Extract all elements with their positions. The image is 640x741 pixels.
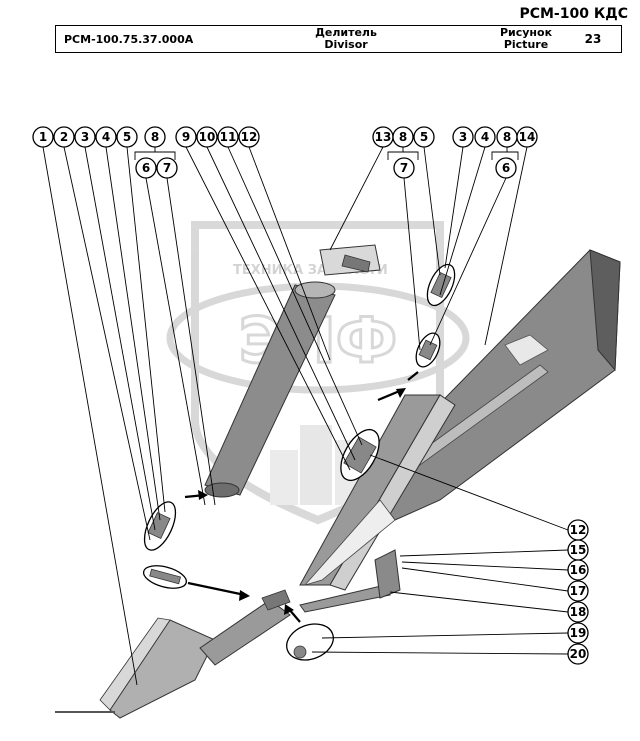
leader-lines <box>42 137 569 686</box>
svg-text:15: 15 <box>570 543 587 557</box>
callout-8a: 8 <box>144 126 166 148</box>
callout-10: 10 <box>196 126 218 148</box>
callout-3b: 3 <box>452 126 474 148</box>
callout-7a: 7 <box>156 157 178 179</box>
skid-plate <box>299 549 401 613</box>
picture-label-ru: Рисунок <box>499 26 553 39</box>
picture-label: Рисунок Picture <box>486 26 566 52</box>
callout-11: 11 <box>217 126 239 148</box>
model-title: РСМ-100 КДС <box>519 6 628 22</box>
callouts: 1 2 3 4 5 8 6 7 9 10 11 12 13 8 5 7 3 4 … <box>32 126 589 665</box>
callout-17: 17 <box>567 580 589 602</box>
callout-20: 20 <box>567 643 589 665</box>
svg-text:8: 8 <box>503 130 511 144</box>
part-name-en: Divisor <box>324 38 368 51</box>
svg-text:7: 7 <box>400 161 408 175</box>
svg-text:14: 14 <box>519 130 536 144</box>
nose-cone <box>55 589 291 719</box>
svg-text:17: 17 <box>570 584 587 598</box>
svg-text:9: 9 <box>182 130 190 144</box>
callout-1: 1 <box>32 126 54 148</box>
callout-7b: 7 <box>393 157 415 179</box>
callout-4b: 4 <box>474 126 496 148</box>
callout-2: 2 <box>53 126 75 148</box>
svg-text:12: 12 <box>241 130 258 144</box>
part-name: Делитель Divisor <box>286 26 406 52</box>
svg-text:7: 7 <box>163 161 171 175</box>
svg-text:19: 19 <box>570 626 587 640</box>
callout-15: 15 <box>567 539 589 561</box>
svg-text:11: 11 <box>220 130 237 144</box>
callout-13: 13 <box>372 126 394 148</box>
callout-8c: 8 <box>496 126 518 148</box>
svg-text:1: 1 <box>39 130 47 144</box>
part-name-ru: Делитель <box>315 26 377 39</box>
svg-text:12: 12 <box>570 523 587 537</box>
svg-text:4: 4 <box>481 130 489 144</box>
picture-number: 23 <box>584 32 602 46</box>
callout-6b: 6 <box>495 157 517 179</box>
callout-5: 5 <box>116 126 138 148</box>
header-table: РСМ-100.75.37.000А Делитель Divisor Рису… <box>55 25 622 53</box>
svg-text:3: 3 <box>81 130 89 144</box>
callout-3: 3 <box>74 126 96 148</box>
svg-text:5: 5 <box>123 130 131 144</box>
svg-text:4: 4 <box>102 130 110 144</box>
cylinder <box>204 281 336 498</box>
arrow-heads <box>198 388 406 615</box>
svg-text:18: 18 <box>570 605 587 619</box>
svg-text:6: 6 <box>142 161 150 175</box>
part-code: РСМ-100.75.37.000А <box>64 32 194 46</box>
svg-text:6: 6 <box>502 161 510 175</box>
callout-19: 19 <box>567 622 589 644</box>
callout-16: 16 <box>567 559 589 581</box>
callout-18: 18 <box>567 601 589 623</box>
bracket-top <box>319 244 381 276</box>
svg-text:16: 16 <box>570 563 587 577</box>
svg-text:8: 8 <box>151 130 159 144</box>
callout-9: 9 <box>175 126 197 148</box>
svg-text:13: 13 <box>375 130 392 144</box>
callout-6a: 6 <box>135 157 157 179</box>
callout-12b: 12 <box>567 519 589 541</box>
svg-text:20: 20 <box>570 647 587 661</box>
detail-parts <box>147 271 452 659</box>
picture-label-en: Picture <box>503 38 549 51</box>
svg-text:8: 8 <box>399 130 407 144</box>
svg-text:10: 10 <box>199 130 216 144</box>
callout-14: 14 <box>516 126 538 148</box>
callout-12a: 12 <box>238 126 260 148</box>
svg-text:3: 3 <box>459 130 467 144</box>
svg-text:2: 2 <box>60 130 68 144</box>
svg-text:5: 5 <box>420 130 428 144</box>
callout-8b: 8 <box>392 126 414 148</box>
callout-5b: 5 <box>413 126 435 148</box>
callout-4: 4 <box>95 126 117 148</box>
blade <box>299 394 456 591</box>
